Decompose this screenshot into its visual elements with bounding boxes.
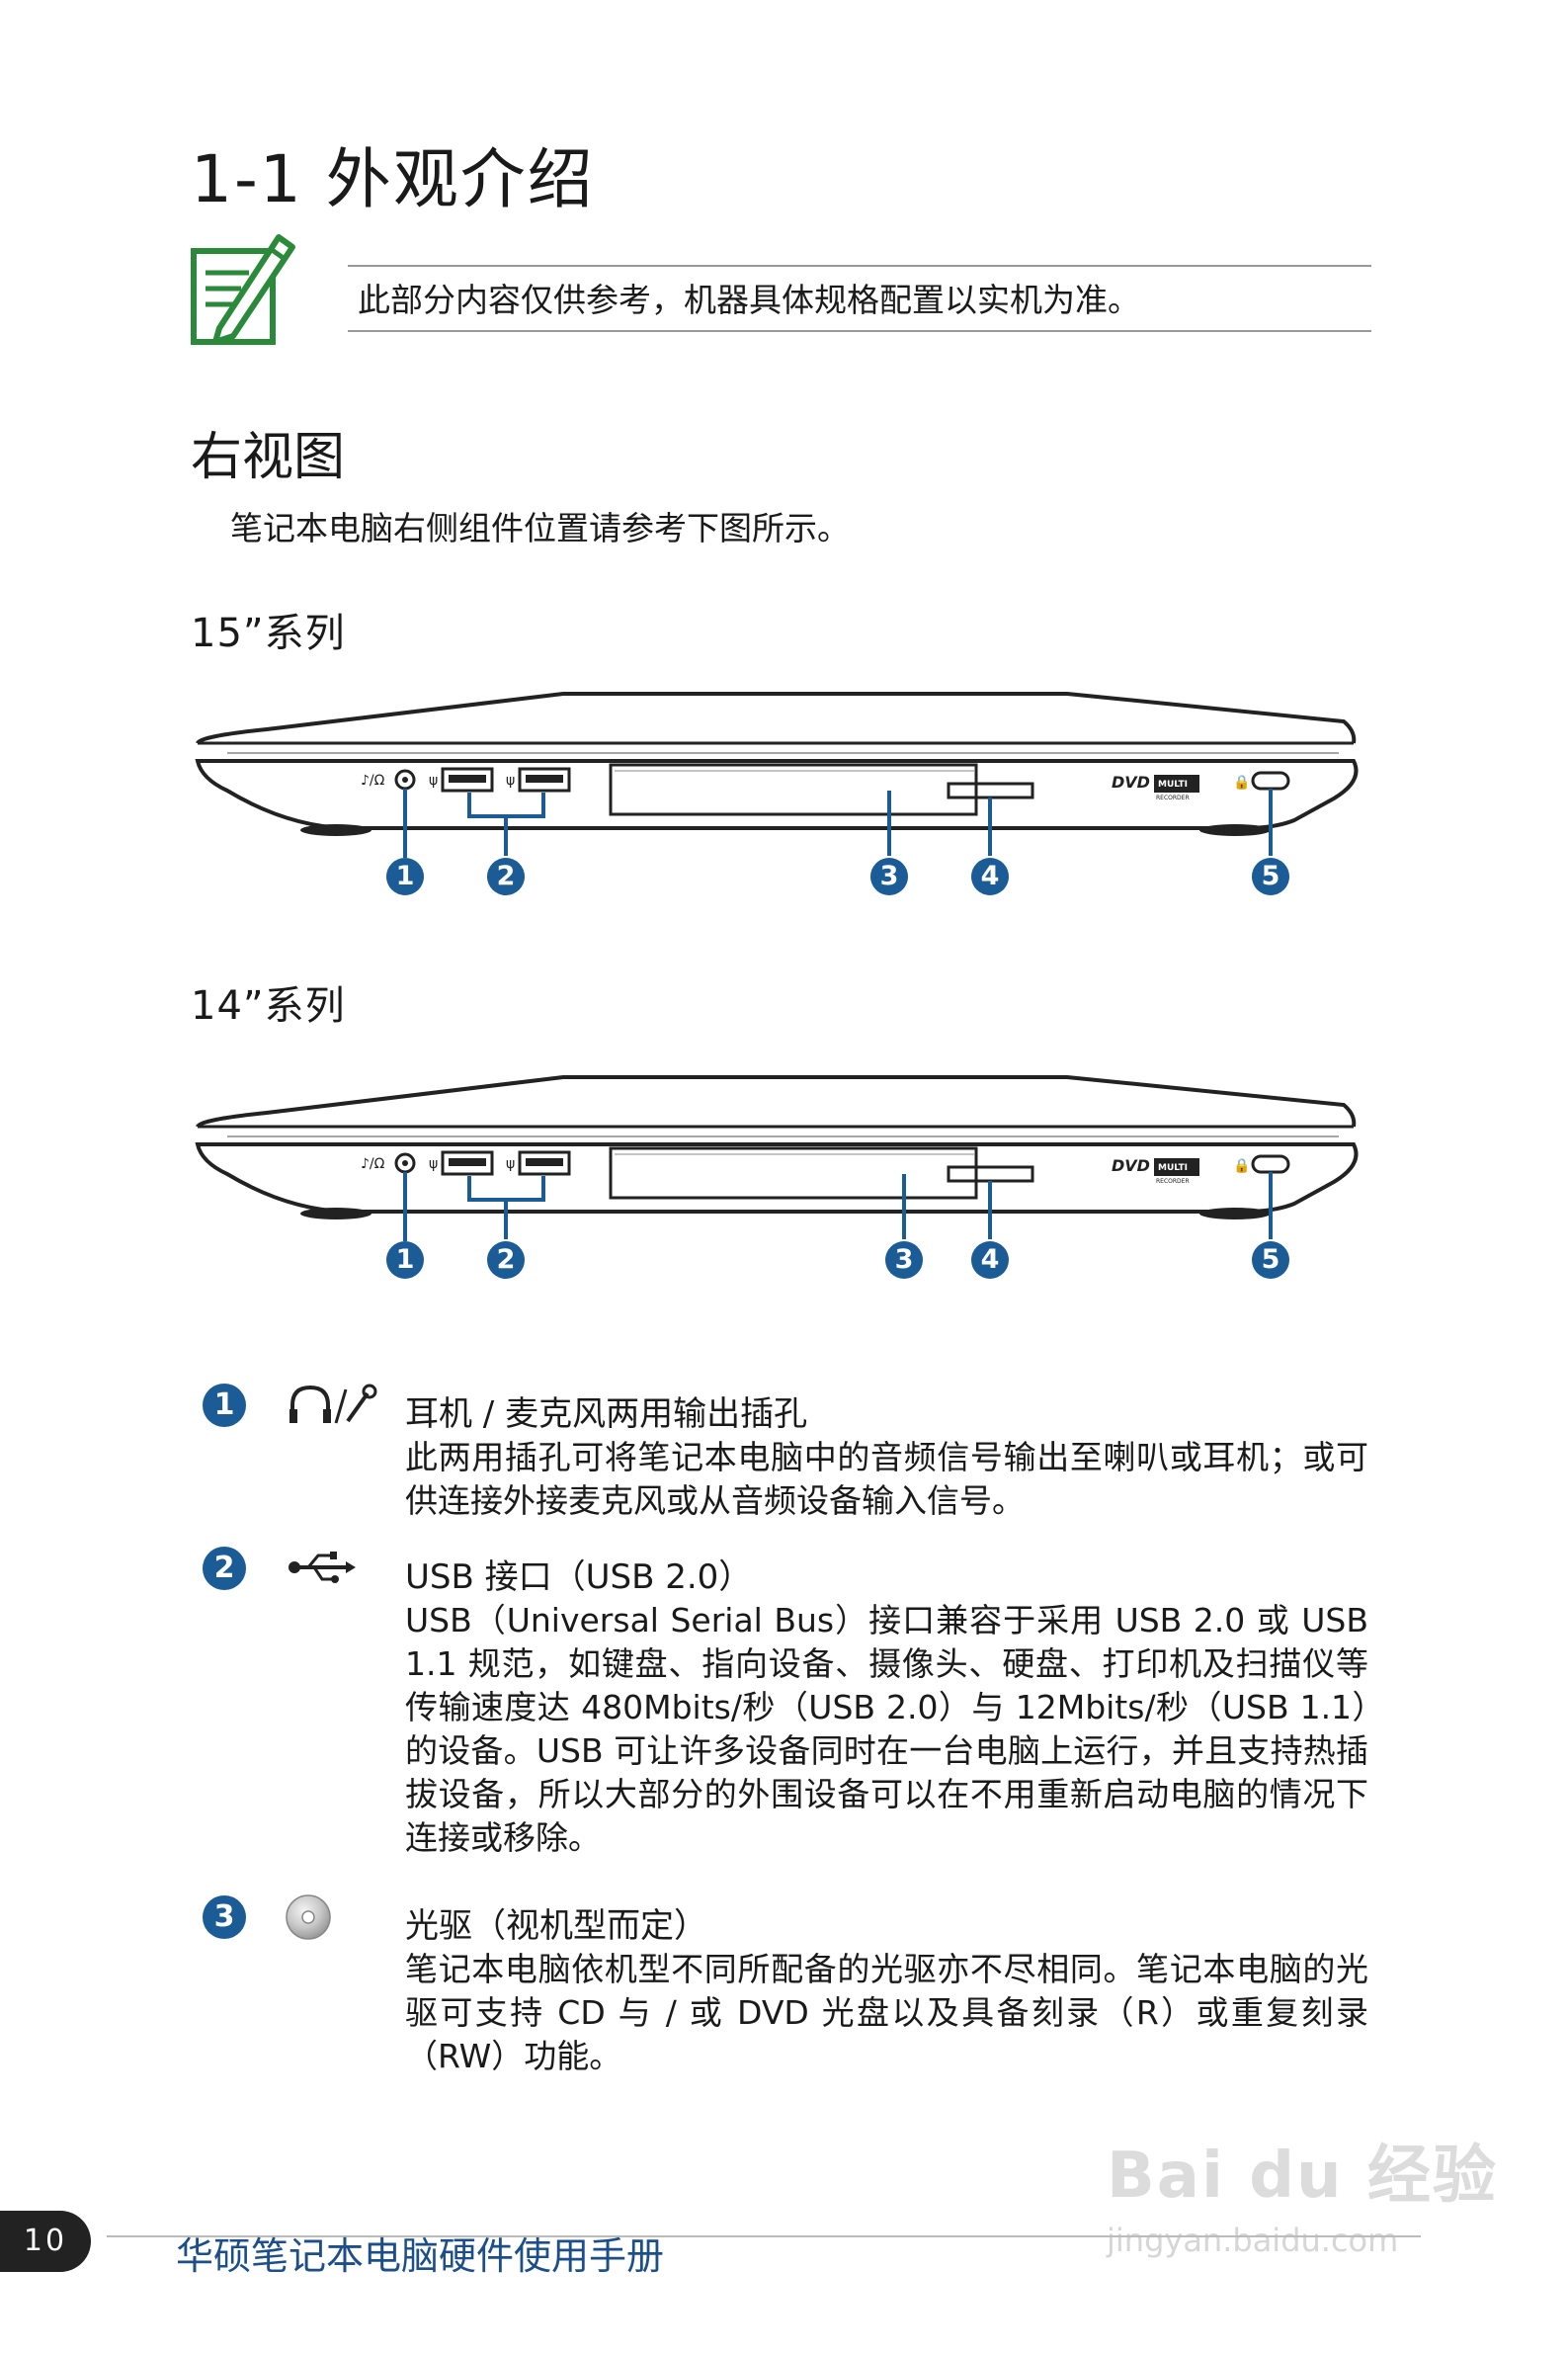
item-2-title: USB 接口（USB 2.0） — [405, 1557, 753, 1597]
svg-text:ψ: ψ — [429, 773, 438, 789]
callout-15-3: 3 — [870, 858, 908, 895]
item-2-desc: USB（Universal Serial Bus）接口兼容于采用 USB 2.0… — [405, 1601, 1368, 1857]
callout-14-5: 5 — [1252, 1241, 1289, 1279]
item-2-number: 2 — [203, 1547, 246, 1590]
item-3-title: 光驱（视机型而定） — [405, 1906, 707, 1946]
recorder-logo-text: RECORDER — [1156, 1178, 1190, 1185]
item-3-number: 3 — [203, 1895, 246, 1939]
note-top-rule — [348, 265, 1371, 267]
callout-15-5: 5 — [1252, 858, 1289, 895]
intro-text: 笔记本电脑右侧组件位置请参考下图所示。 — [230, 509, 850, 547]
dvd-logo-text: DVD — [1112, 773, 1150, 792]
page-title: 1-1 外观介绍 — [191, 141, 595, 217]
usb-icon — [289, 1552, 356, 1583]
svg-text:ψ: ψ — [506, 1156, 515, 1172]
dvd-logo-text: DVD — [1112, 1156, 1150, 1175]
svg-text:ψ: ψ — [429, 1156, 438, 1172]
callout-15-2: 2 — [487, 858, 525, 895]
headphone-mic-icon — [289, 1384, 377, 1424]
svg-text:♪/Ω: ♪/Ω — [361, 773, 385, 789]
callout-15-4: 4 — [971, 858, 1009, 895]
optical-disc-icon — [286, 1894, 331, 1940]
note-pencil-icon — [191, 234, 295, 345]
multi-logo-text: MULTI — [1158, 1163, 1188, 1173]
item-1-number: 1 — [203, 1384, 246, 1427]
baidu-watermark: Bai du 经验 jingyan.baidu.com — [1107, 2125, 1498, 2259]
svg-text:♪/Ω: ♪/Ω — [361, 1156, 385, 1172]
callout-14-2: 2 — [487, 1241, 525, 1279]
callout-14-4: 4 — [971, 1241, 1009, 1279]
series-14-label: 14”系列 — [191, 983, 346, 1029]
svg-text:🔒: 🔒 — [1233, 775, 1250, 791]
watermark-url: jingyan.baidu.com — [1107, 2222, 1399, 2259]
section-title: 右视图 — [191, 428, 346, 487]
watermark-brand: Bai du 经验 — [1107, 2140, 1498, 2213]
footer-rule — [107, 2235, 1421, 2237]
laptop-14-side-diagram: ♪/Ω ψ ψ DVD MULTI RECORDER 🔒 — [195, 1075, 1359, 1241]
callout-14-3: 3 — [885, 1241, 923, 1279]
callout-14-1: 1 — [386, 1241, 424, 1279]
series-15-label: 15”系列 — [191, 611, 346, 656]
svg-text:ψ: ψ — [506, 773, 515, 789]
footer-manual-title: 华硕笔记本电脑硬件使用手册 — [176, 2234, 665, 2278]
note-text: 此部分内容仅供参考，机器具体规格配置以实机为准。 — [358, 281, 1140, 319]
note-bottom-rule — [348, 330, 1371, 332]
recorder-logo-text: RECORDER — [1156, 795, 1190, 801]
item-1-desc: 此两用插孔可将笔记本电脑中的音频信号输出至喇叭或耳机；或可供连接外接麦克风或从音… — [405, 1438, 1368, 1520]
laptop-15-side-diagram: ♪/Ω ψ ψ DVD MULTI RECORDER 🔒 — [195, 692, 1359, 858]
multi-logo-text: MULTI — [1158, 780, 1188, 790]
item-1-title: 耳机 / 麦克风两用输出插孔 — [405, 1394, 808, 1434]
item-3-desc: 笔记本电脑依机型不同所配备的光驱亦不尽相同。笔记本电脑的光驱可支持 CD 与 /… — [405, 1950, 1368, 2075]
svg-text:🔒: 🔒 — [1233, 1158, 1250, 1174]
callout-15-1: 1 — [386, 858, 424, 895]
page-number: 10 — [0, 2211, 91, 2272]
